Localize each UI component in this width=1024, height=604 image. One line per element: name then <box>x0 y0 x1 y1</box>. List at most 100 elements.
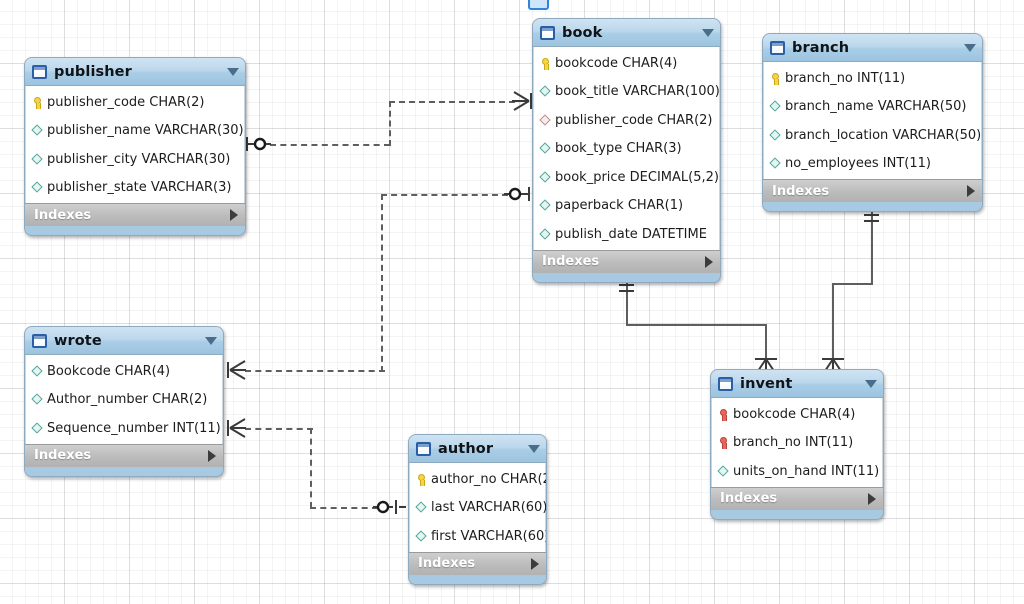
diamond-icon <box>540 142 552 155</box>
diamond-icon <box>540 228 552 241</box>
column-list-author: author_no CHAR(2) last VARCHAR(60) first… <box>409 463 546 552</box>
column-list-invent: bookcode CHAR(4) branch_no INT(11) units… <box>711 398 883 487</box>
table-row[interactable]: units_on_hand INT(11) <box>712 457 882 486</box>
indexes-bar[interactable]: Indexes <box>763 179 982 202</box>
expand-triangle-icon[interactable] <box>967 185 975 197</box>
column-list-wrote: Bookcode CHAR(4) Author_number CHAR(2) S… <box>25 355 223 444</box>
table-row[interactable]: branch_name VARCHAR(50) <box>764 93 981 122</box>
table-row[interactable]: branch_no INT(11) <box>712 429 882 458</box>
connector-segment <box>310 428 312 508</box>
cardinality-one <box>619 284 634 292</box>
table-icon <box>32 64 47 79</box>
chevron-down-icon[interactable] <box>702 28 714 37</box>
column-label: branch_location VARCHAR(50) <box>785 127 982 143</box>
table-row[interactable]: Sequence_number INT(11) <box>26 414 222 443</box>
column-label: bookcode CHAR(4) <box>555 55 678 71</box>
diamond-icon <box>32 422 44 435</box>
column-label: publisher_state VARCHAR(3) <box>47 180 232 196</box>
diamond-icon <box>770 129 782 142</box>
indexes-label: Indexes <box>34 207 92 223</box>
column-label: book_type CHAR(3) <box>555 141 682 157</box>
diamond-fk-icon <box>540 114 552 127</box>
table-icon <box>718 376 733 391</box>
column-label: publisher_name VARCHAR(30) <box>47 123 244 139</box>
table-book[interactable]: book bookcode CHAR(4) book_title VARCHAR… <box>532 18 721 283</box>
table-row[interactable]: no_employees INT(11) <box>764 150 981 179</box>
table-row[interactable]: bookcode CHAR(4) <box>712 400 882 429</box>
connector-segment <box>389 101 391 146</box>
table-row[interactable]: publisher_code CHAR(2) <box>26 88 244 117</box>
cardinality-many <box>227 418 246 438</box>
table-row[interactable]: publisher_city VARCHAR(30) <box>26 145 244 174</box>
diamond-icon <box>540 171 552 184</box>
column-list-branch: branch_no INT(11) branch_name VARCHAR(50… <box>763 62 982 179</box>
table-row[interactable]: publisher_code CHAR(2) <box>534 106 719 135</box>
connector-segment <box>626 324 766 326</box>
column-label: publisher_code CHAR(2) <box>47 94 205 110</box>
key-icon <box>32 96 44 109</box>
table-row[interactable]: bookcode CHAR(4) <box>534 49 719 78</box>
table-row[interactable]: publish_date DATETIME <box>534 220 719 249</box>
table-header-branch[interactable]: branch <box>763 34 982 62</box>
table-header-book[interactable]: book <box>533 19 720 47</box>
table-footer <box>763 202 982 211</box>
indexes-label: Indexes <box>772 183 830 199</box>
indexes-label: Indexes <box>542 254 600 269</box>
expand-triangle-icon[interactable] <box>868 492 876 505</box>
table-row[interactable]: publisher_name VARCHAR(30) <box>26 117 244 146</box>
column-list-book: bookcode CHAR(4) book_title VARCHAR(100)… <box>533 47 720 250</box>
indexes-bar[interactable]: Indexes <box>409 551 546 575</box>
indexes-bar[interactable]: Indexes <box>25 203 245 226</box>
table-row[interactable]: last VARCHAR(60) <box>410 494 546 523</box>
column-label: publisher_city VARCHAR(30) <box>47 151 231 167</box>
table-wrote[interactable]: wrote Bookcode CHAR(4) Author_number CHA… <box>24 326 224 477</box>
table-row[interactable]: Bookcode CHAR(4) <box>26 357 222 386</box>
table-header-wrote[interactable]: wrote <box>25 327 223 355</box>
table-author[interactable]: author author_no CHAR(2) last VARCHAR(60… <box>408 434 547 585</box>
column-label: first VARCHAR(60) <box>431 528 547 544</box>
chevron-down-icon[interactable] <box>528 444 540 453</box>
table-publisher[interactable]: publisher publisher_code CHAR(2) publish… <box>24 57 246 236</box>
table-row[interactable]: first VARCHAR(60) <box>410 522 547 551</box>
table-title: publisher <box>54 63 132 80</box>
indexes-bar[interactable]: Indexes <box>533 249 720 273</box>
cardinality-one <box>864 214 879 222</box>
key-red-icon <box>718 436 730 450</box>
table-row[interactable]: branch_location VARCHAR(50) <box>764 121 981 150</box>
chevron-down-icon[interactable] <box>964 43 976 52</box>
table-header-author[interactable]: author <box>409 435 546 463</box>
cardinality-many <box>227 360 246 380</box>
table-icon <box>770 40 785 55</box>
table-row[interactable]: book_price DECIMAL(5,2) <box>534 163 719 192</box>
table-branch[interactable]: branch branch_no INT(11) branch_name VAR… <box>762 33 983 212</box>
table-header-publisher[interactable]: publisher <box>25 58 245 86</box>
connector-segment <box>832 283 834 364</box>
indexes-bar[interactable]: Indexes <box>25 443 223 467</box>
key-icon <box>540 57 552 70</box>
expand-triangle-icon[interactable] <box>705 255 713 268</box>
connector-segment <box>871 210 873 284</box>
table-row[interactable]: branch_no INT(11) <box>764 64 981 93</box>
table-footer <box>533 272 720 282</box>
table-row[interactable]: author_no CHAR(2) <box>410 465 546 494</box>
table-invent[interactable]: invent bookcode CHAR(4) branch_no INT(11… <box>710 369 884 520</box>
expand-triangle-icon[interactable] <box>230 209 238 221</box>
chevron-down-icon[interactable] <box>205 336 217 345</box>
table-row[interactable]: publisher_state VARCHAR(3) <box>26 174 244 203</box>
table-row[interactable]: book_type CHAR(3) <box>534 135 719 164</box>
connector-segment <box>389 101 515 103</box>
column-label: branch_name VARCHAR(50) <box>785 99 967 115</box>
indexes-bar[interactable]: Indexes <box>711 486 883 510</box>
expand-triangle-icon[interactable] <box>531 557 539 570</box>
chevron-down-icon[interactable] <box>865 379 877 388</box>
table-row[interactable]: paperback CHAR(1) <box>534 192 719 221</box>
expand-triangle-icon[interactable] <box>208 449 216 462</box>
table-header-invent[interactable]: invent <box>711 370 883 398</box>
table-row[interactable]: Author_number CHAR(2) <box>26 386 222 415</box>
table-row[interactable]: book_title VARCHAR(100) <box>534 78 720 107</box>
key-icon <box>770 72 782 85</box>
chevron-down-icon[interactable] <box>227 67 239 76</box>
table-icon <box>416 441 431 456</box>
diamond-icon <box>770 157 782 170</box>
